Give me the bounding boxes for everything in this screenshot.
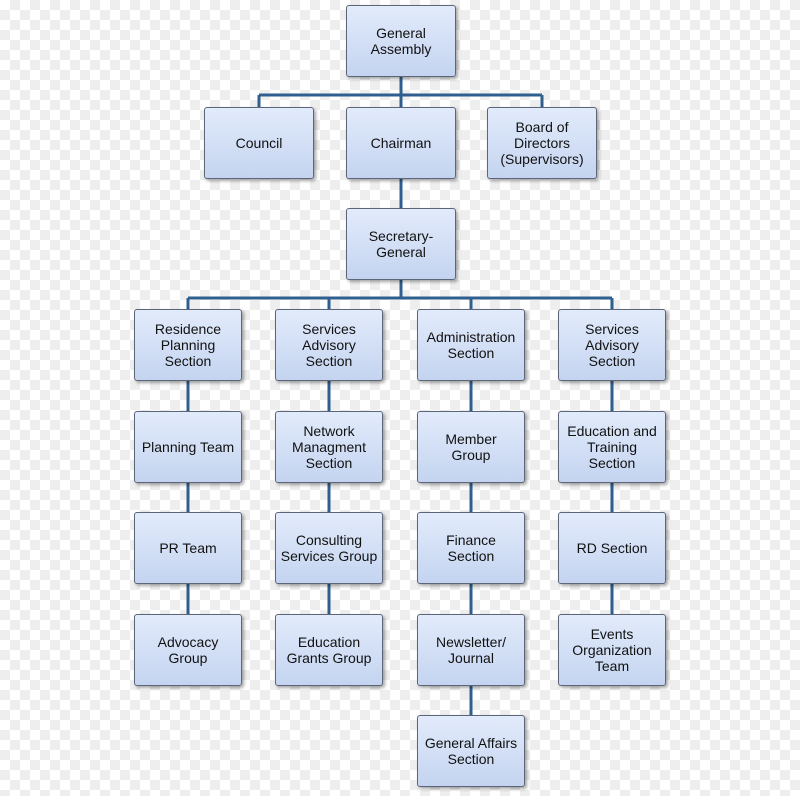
node-label: Consulting Services Group	[280, 532, 378, 564]
node-label: Residence Planning Section	[154, 321, 222, 369]
node-label: Council	[235, 135, 283, 151]
node-consulting-services-group: Consulting Services Group	[275, 512, 383, 584]
node-finance-section: Finance Section	[417, 512, 525, 584]
node-label: Network Managment Section	[292, 423, 366, 471]
node-residence-planning-section: Residence Planning Section	[134, 309, 242, 381]
node-label: Finance Section	[446, 532, 496, 564]
node-council: Council	[204, 107, 314, 179]
node-general-affairs-section: General Affairs Section	[417, 715, 525, 787]
node-services-advisory-section-2: Services Advisory Section	[558, 309, 666, 381]
node-administration-section: Administration Section	[417, 309, 525, 381]
node-label: PR Team	[159, 540, 217, 556]
node-advocacy-group: Advocacy Group	[134, 614, 242, 686]
node-label: Education Grants Group	[286, 634, 372, 666]
node-label: Services Advisory Section	[585, 321, 639, 369]
node-label: Advocacy Group	[157, 634, 219, 666]
node-label: Chairman	[370, 135, 432, 151]
node-board-of-directors: Board of Directors (Supervisors)	[487, 107, 597, 179]
node-label: Newsletter/ Journal	[435, 634, 507, 666]
node-label: General Assembly	[370, 25, 432, 57]
node-services-advisory-section-1: Services Advisory Section	[275, 309, 383, 381]
node-events-organization-team: Events Organization Team	[558, 614, 666, 686]
node-label: Member Group	[445, 431, 497, 463]
node-label: RD Section	[576, 540, 648, 556]
node-education-and-training-section: Education and Training Section	[558, 411, 666, 483]
node-label: Events Organization Team	[572, 626, 652, 674]
node-label: Planning Team	[141, 439, 235, 455]
node-label: Administration Section	[426, 329, 516, 361]
node-member-group: Member Group	[417, 411, 525, 483]
node-label: Education and Training Section	[567, 423, 657, 471]
node-secretary-general: Secretary- General	[346, 208, 456, 280]
node-label: General Affairs Section	[424, 735, 518, 767]
node-label: Services Advisory Section	[302, 321, 356, 369]
node-education-grants-group: Education Grants Group	[275, 614, 383, 686]
node-network-managment-section: Network Managment Section	[275, 411, 383, 483]
node-rd-section: RD Section	[558, 512, 666, 584]
node-label: Secretary- General	[368, 228, 434, 260]
node-general-assembly: General Assembly	[346, 5, 456, 77]
node-chairman: Chairman	[346, 107, 456, 179]
node-newsletter-journal: Newsletter/ Journal	[417, 614, 525, 686]
node-label: Board of Directors (Supervisors)	[500, 119, 584, 167]
node-planning-team: Planning Team	[134, 411, 242, 483]
node-pr-team: PR Team	[134, 512, 242, 584]
